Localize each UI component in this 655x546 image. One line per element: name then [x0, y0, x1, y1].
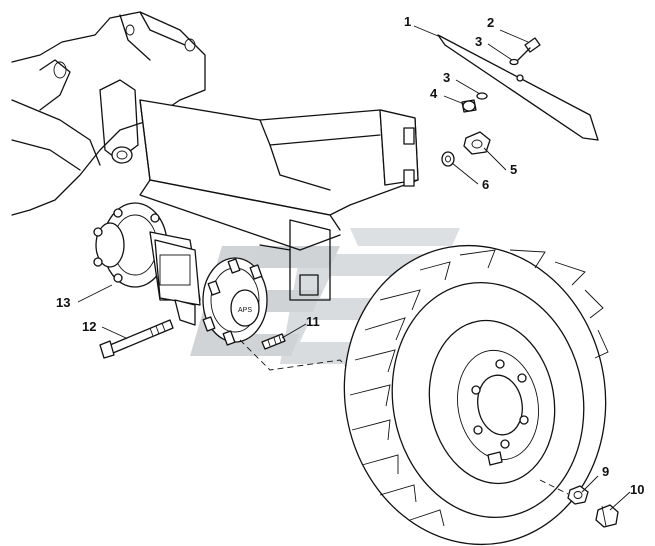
bolt-12 [99, 319, 174, 359]
callout-5: 5 [510, 162, 517, 177]
callout-11: 11 [306, 314, 320, 329]
leader-lines [77, 25, 631, 511]
callout-2: 2 [487, 15, 494, 30]
callout-13: 13 [56, 295, 70, 310]
nut-washer-set [441, 131, 491, 167]
callout-12: 12 [82, 319, 96, 334]
callout-1: 1 [404, 14, 411, 29]
wheel-hub: APS [202, 257, 268, 346]
mudguard-strip [437, 34, 599, 141]
svg-text:APS: APS [238, 307, 252, 314]
callouts: 1 2 3 3 4 5 6 9 10 11 12 13 [56, 14, 644, 497]
small-hardware [461, 37, 541, 113]
callout-4: 4 [430, 86, 438, 101]
chassis-frame [11, 11, 206, 216]
hub-assembly [93, 202, 201, 326]
stud-11 [239, 333, 361, 381]
wheel-nuts [539, 479, 619, 528]
callout-6: 6 [482, 177, 489, 192]
callout-10: 10 [630, 482, 644, 497]
wheel-tyre [343, 244, 609, 546]
axle-beam [139, 99, 419, 301]
callout-9: 9 [602, 464, 609, 479]
callout-3-lower: 3 [443, 70, 450, 85]
callout-3-upper: 3 [475, 34, 482, 49]
